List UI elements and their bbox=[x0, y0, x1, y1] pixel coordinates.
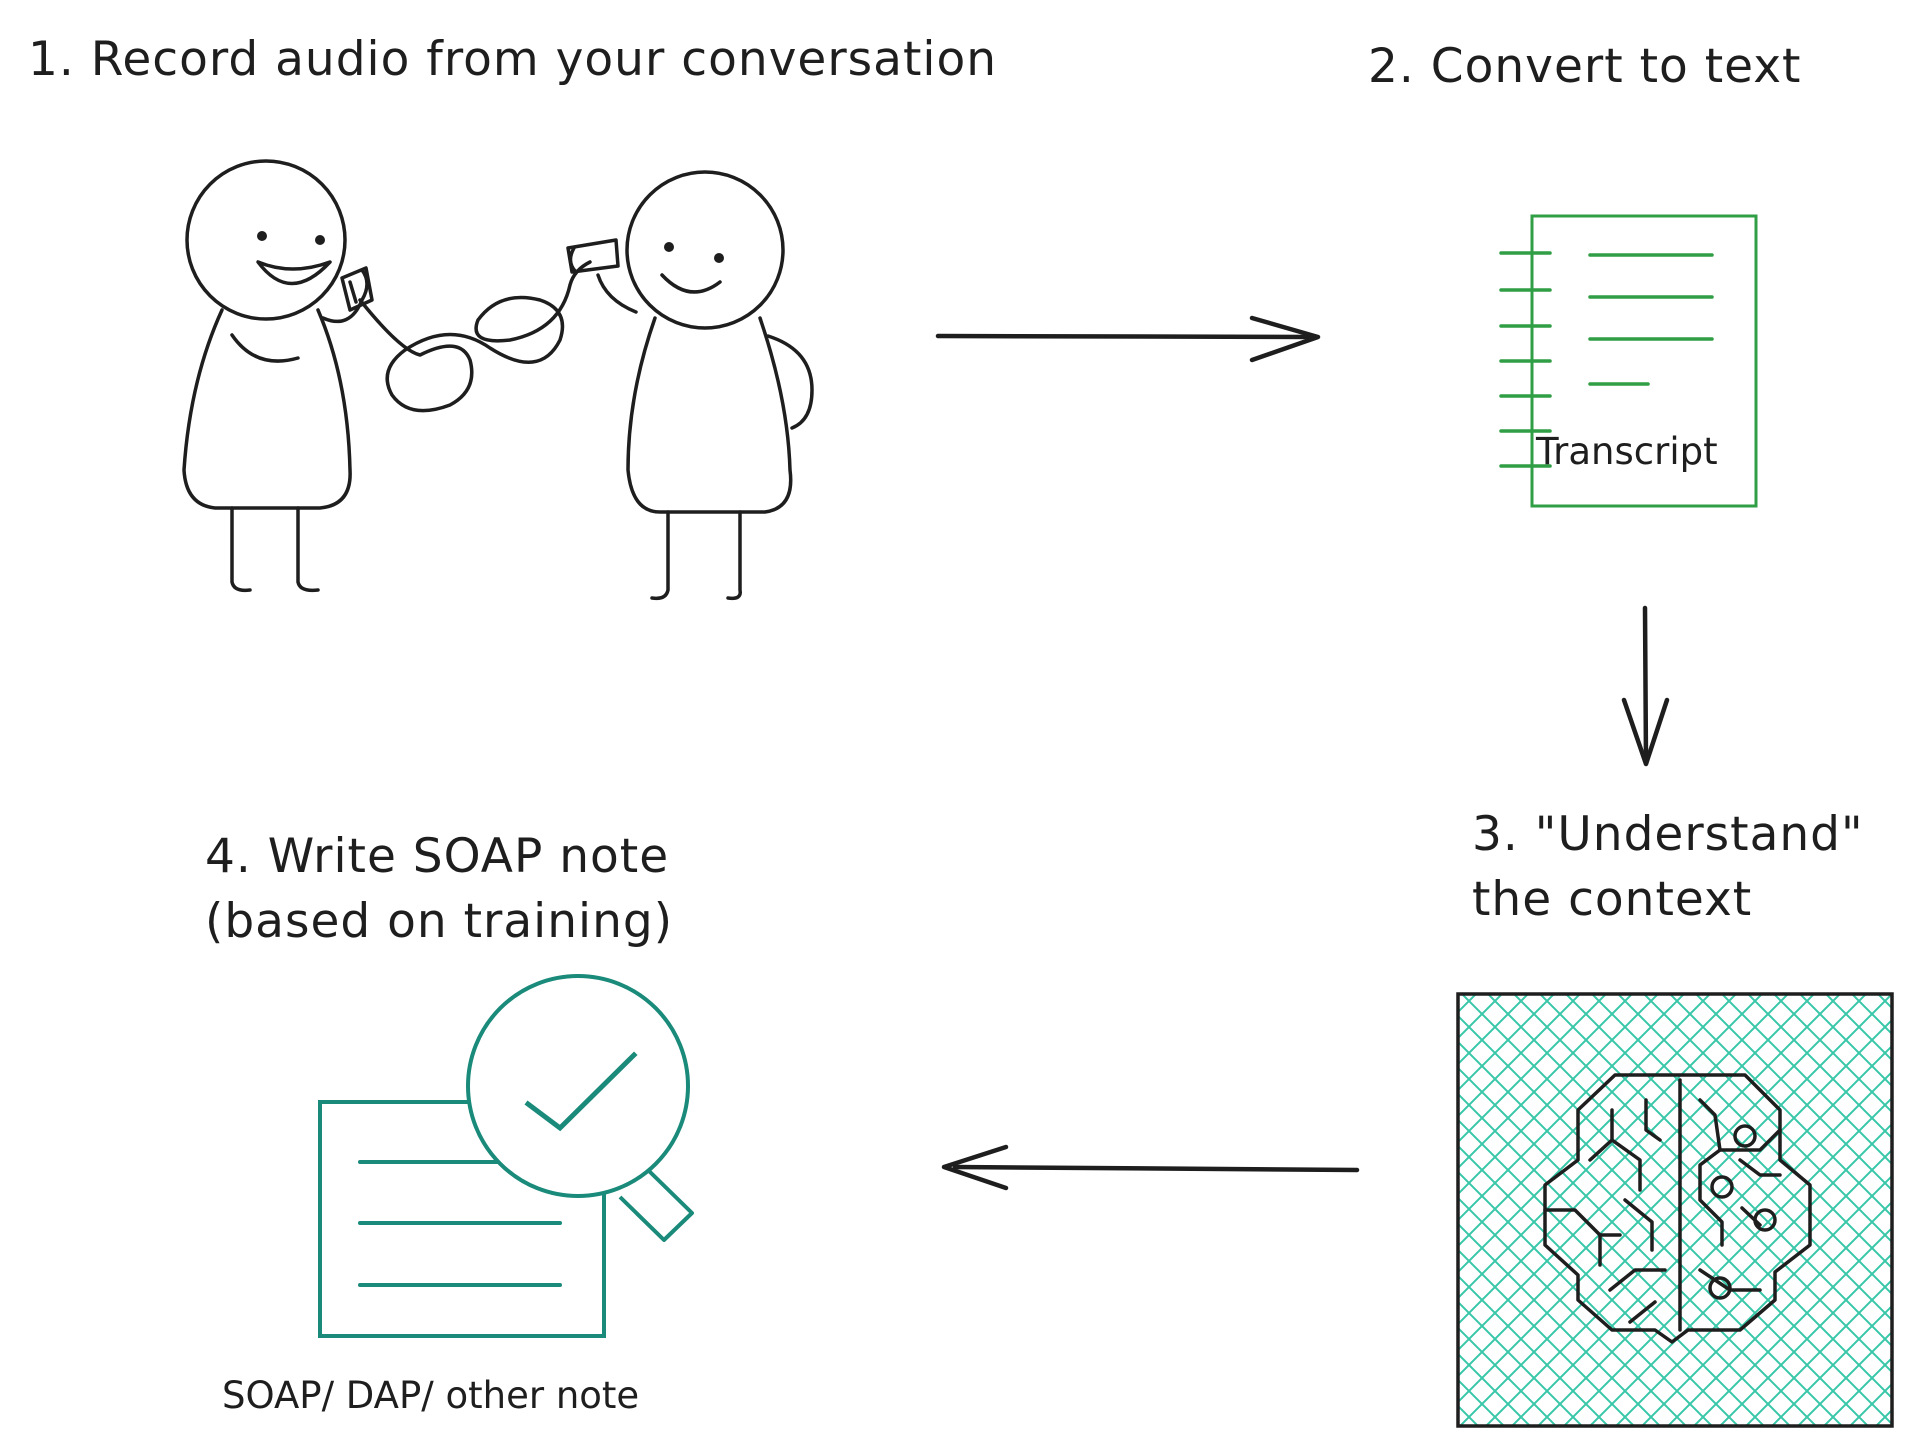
document-magnifier-check-icon bbox=[318, 974, 694, 1338]
people-talking-icon bbox=[182, 159, 814, 601]
right-person bbox=[566, 170, 814, 601]
transcript-notebook-icon: Transcript bbox=[1499, 214, 1758, 508]
note-type-label: SOAP/ DAP/ other note bbox=[222, 1374, 639, 1417]
phone-cord bbox=[358, 260, 592, 413]
step-4-label-line1: 4. Write SOAP note bbox=[205, 829, 669, 884]
step-3-label-line1: 3. "Understand" bbox=[1472, 807, 1864, 862]
transcript-label: Transcript bbox=[1535, 430, 1718, 473]
step-1-label: 1. Record audio from your conversation bbox=[28, 32, 997, 87]
left-person bbox=[182, 159, 374, 593]
step-3-label-line2: the context bbox=[1472, 872, 1752, 927]
arrow-to-transcript bbox=[935, 315, 1321, 363]
step-2-label: 2. Convert to text bbox=[1368, 39, 1801, 94]
arrow-to-soap-note bbox=[941, 1144, 1360, 1191]
step-4-label-line2: (based on training) bbox=[205, 894, 673, 949]
brain-circuit-icon bbox=[1456, 992, 1894, 1428]
arrow-to-understand bbox=[1621, 605, 1670, 767]
